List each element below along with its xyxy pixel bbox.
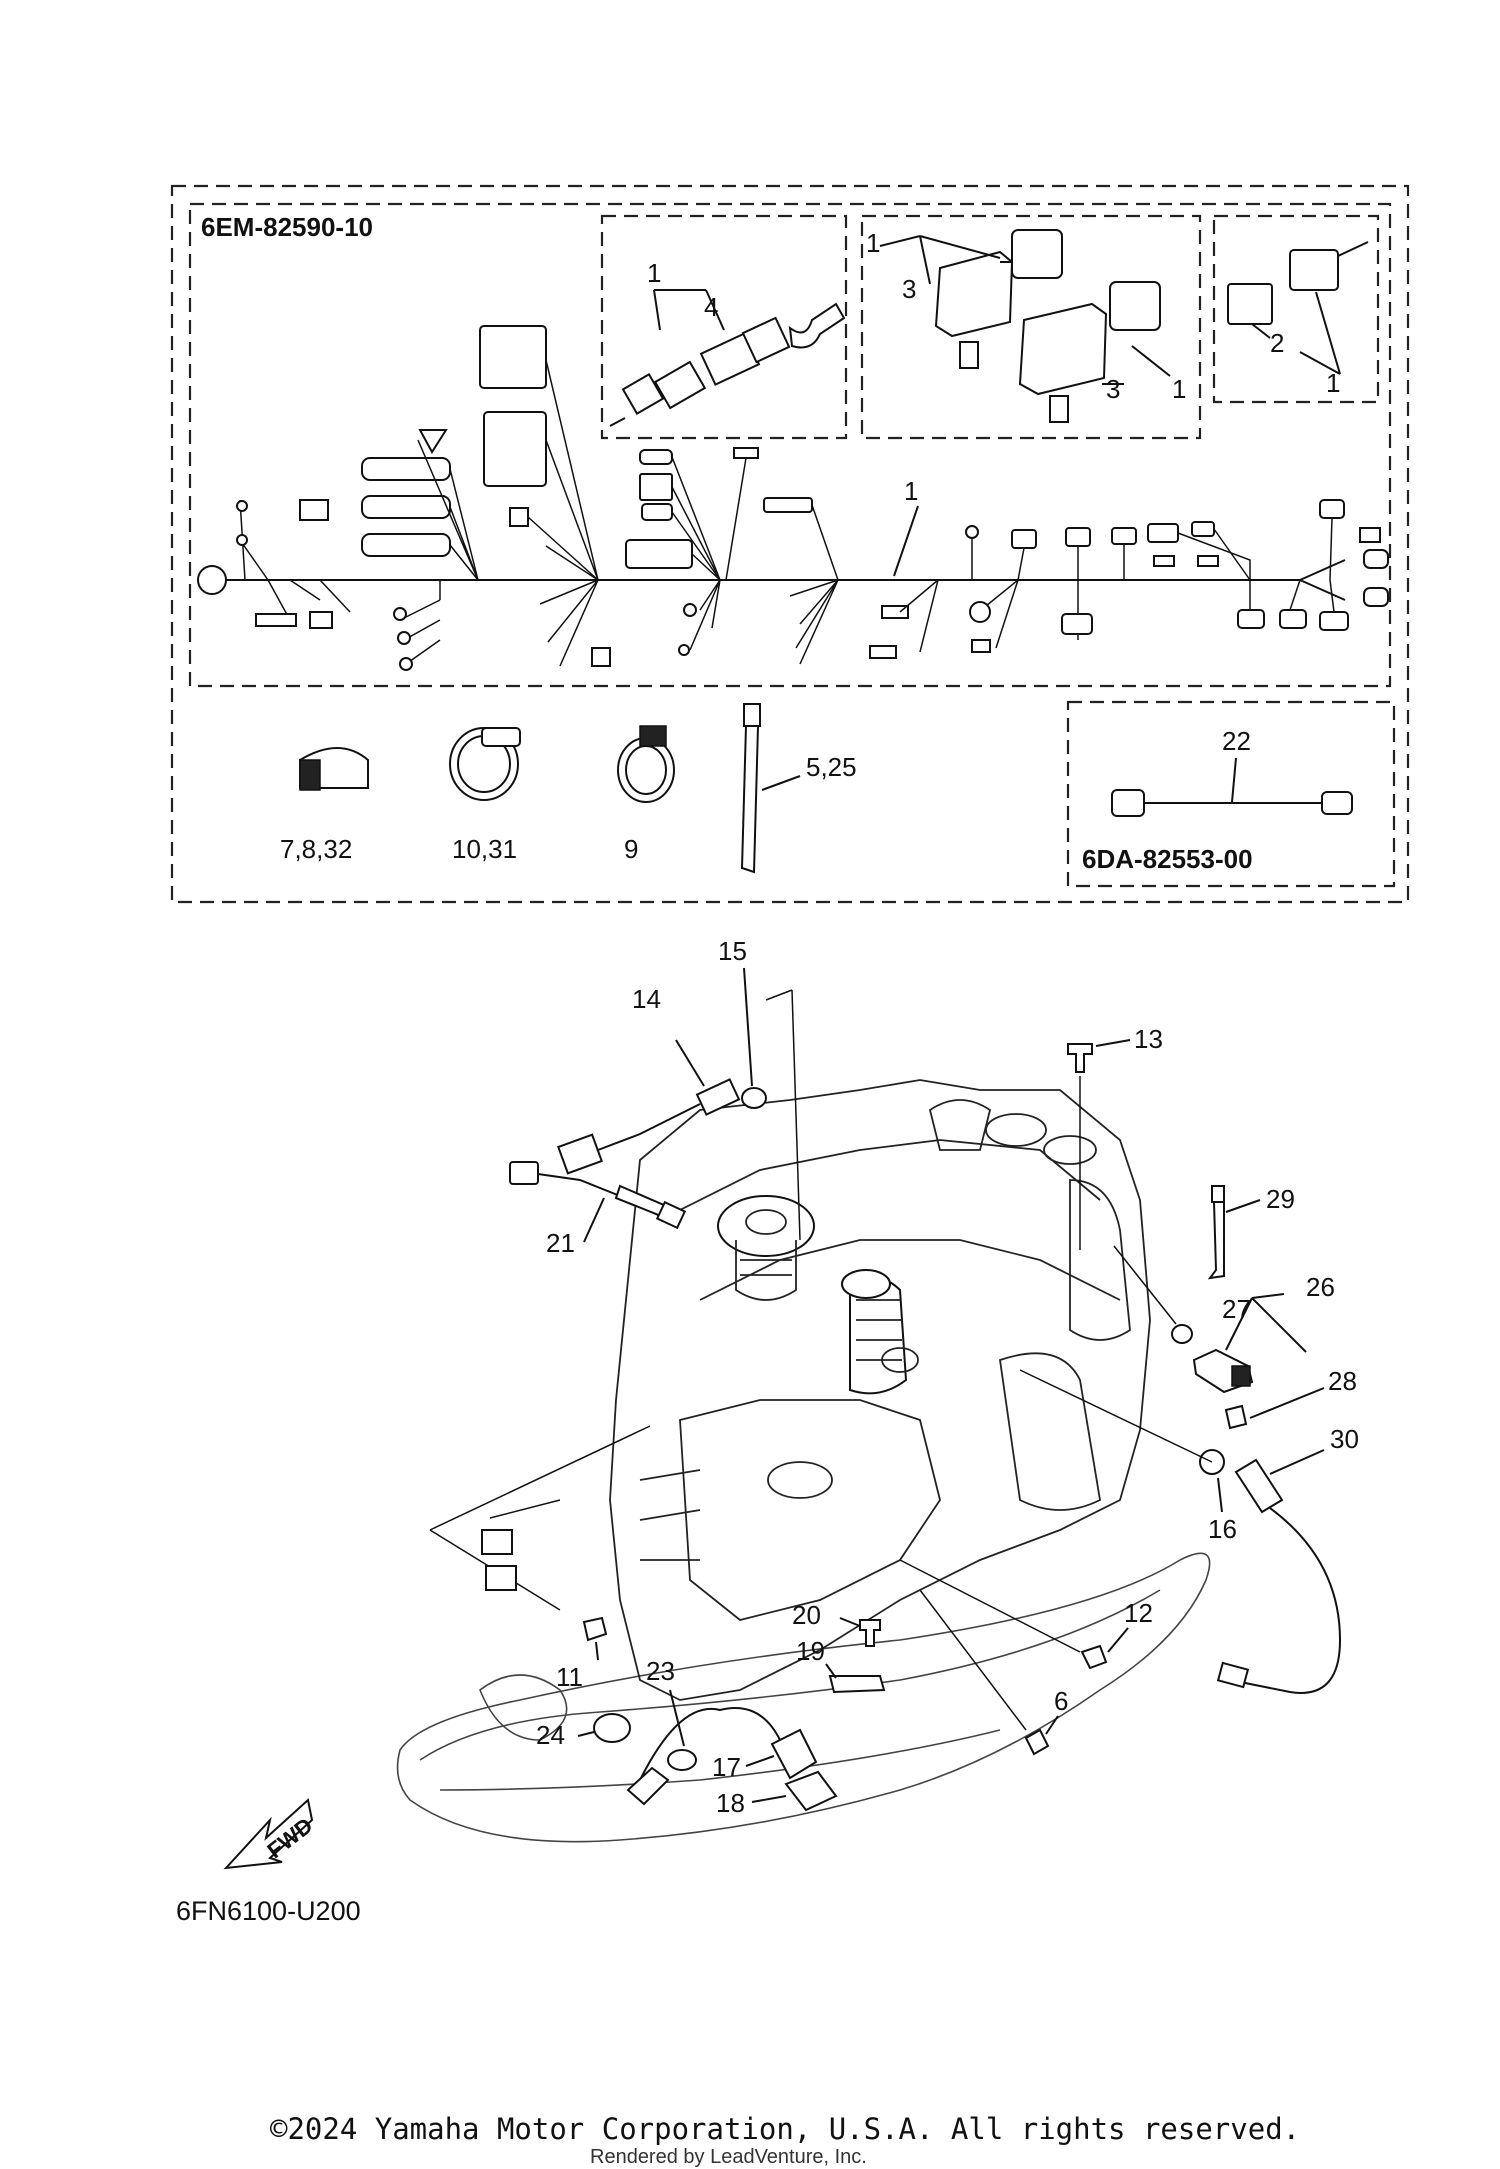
callout-3: 3	[902, 274, 916, 304]
engine-assembly	[396, 1079, 1211, 1843]
bolt-13	[1067, 1039, 1131, 1250]
callout-17: 17	[712, 1752, 741, 1782]
inset-relay-covers	[879, 229, 1171, 423]
sensor-14	[557, 1039, 741, 1175]
lead-30	[1216, 1449, 1342, 1694]
callout-15: 15	[718, 936, 747, 966]
callout-7-8-32: 7,8,32	[280, 834, 352, 864]
callout-30: 30	[1330, 1424, 1359, 1454]
sub-lead-22	[1111, 757, 1353, 817]
bracket-19	[825, 1663, 886, 1694]
harness-kit-code: 6EM-82590-10	[201, 212, 373, 242]
callout-5-25: 5,25	[806, 752, 857, 782]
callout-13: 13	[1134, 1024, 1163, 1054]
bolt-11	[429, 1425, 651, 1661]
bolt-28	[1224, 1387, 1325, 1430]
bolt-20	[839, 1617, 881, 1647]
clamp-9	[617, 725, 675, 803]
diagram-ref-code: 6FN6100-U200	[176, 1896, 361, 1926]
inset-connector-4	[609, 289, 846, 427]
callout-24: 24	[536, 1720, 565, 1750]
callout-29: 29	[1266, 1184, 1295, 1214]
callout-23: 23	[646, 1656, 675, 1686]
callout-12: 12	[1124, 1598, 1153, 1628]
callout-27: 27	[1222, 1294, 1251, 1324]
bolt-6	[919, 1589, 1059, 1756]
callout-9: 9	[624, 834, 638, 864]
sensor-26	[1113, 1245, 1307, 1394]
harness-23	[626, 1689, 801, 1806]
cable-tie-5-25	[740, 703, 801, 874]
copyright-notice: ©2024 Yamaha Motor Corporation, U.S.A. A…	[270, 2112, 1301, 2146]
o-ring-15	[741, 967, 801, 1241]
callout-21: 21	[546, 1228, 575, 1258]
sub-lead-kit-code: 6DA-82553-00	[1082, 844, 1253, 874]
fwd-arrow-icon: FWD	[223, 1798, 317, 1870]
clamp-7-8-32	[299, 747, 369, 791]
harness-kit-frame	[170, 184, 1410, 904]
rendered-by-notice: Rendered by LeadVenture, Inc.	[590, 2146, 867, 2168]
callout-11: 11	[556, 1662, 583, 1692]
callout-19: 19	[796, 1636, 825, 1666]
bolt-12	[899, 1559, 1129, 1670]
callout-1: 1	[904, 476, 918, 506]
band-clamp-10-31	[449, 727, 521, 801]
callout-20: 20	[792, 1600, 821, 1630]
callout-4: 4	[704, 292, 718, 322]
callout-14: 14	[632, 984, 661, 1014]
callout-1: 1	[1326, 368, 1340, 398]
callout-22: 22	[1222, 726, 1251, 756]
callout-3: 3	[1106, 374, 1120, 404]
clip-24	[577, 1713, 631, 1743]
callout-1: 1	[866, 228, 880, 258]
callout-28: 28	[1328, 1366, 1357, 1396]
plate-18	[751, 1770, 838, 1812]
inset-coupler-2	[1227, 241, 1369, 375]
grommet-17	[745, 1728, 818, 1780]
wire-harness	[197, 325, 1389, 671]
callout-10-31: 10,31	[452, 834, 517, 864]
callout-18: 18	[716, 1788, 745, 1818]
callout-16: 16	[1208, 1514, 1237, 1544]
sensor-21	[509, 1161, 687, 1243]
callout-1: 1	[1172, 374, 1186, 404]
callout-2: 2	[1270, 328, 1284, 358]
callout-6: 6	[1054, 1686, 1068, 1716]
callout-1: 1	[647, 258, 661, 288]
switch-16	[1019, 1369, 1225, 1513]
callout-26: 26	[1306, 1272, 1335, 1302]
cable-tie-29	[1207, 1185, 1261, 1280]
